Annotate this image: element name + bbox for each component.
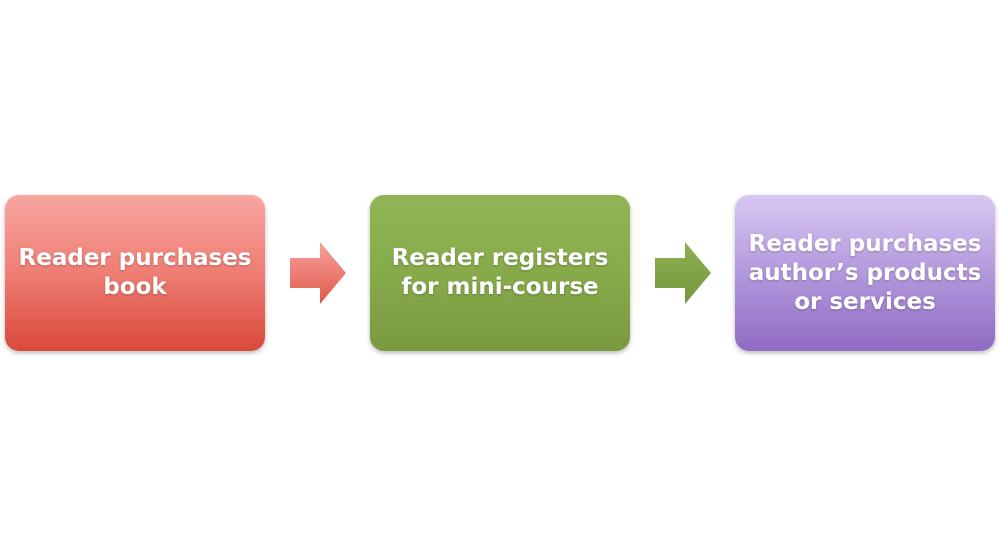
- step-label: Reader purchases book: [18, 245, 252, 300]
- right-arrow-icon: [655, 242, 711, 304]
- right-arrow-icon: [290, 242, 346, 304]
- step-label: Reader purchases author’s products or se…: [748, 230, 982, 315]
- step-reader-purchases-book: Reader purchases book: [5, 195, 265, 351]
- step-label: Reader registers for mini-course: [391, 245, 609, 300]
- step-reader-purchases-products: Reader purchases author’s products or se…: [735, 195, 995, 351]
- step-reader-registers-mini-course: Reader registers for mini-course: [370, 195, 630, 351]
